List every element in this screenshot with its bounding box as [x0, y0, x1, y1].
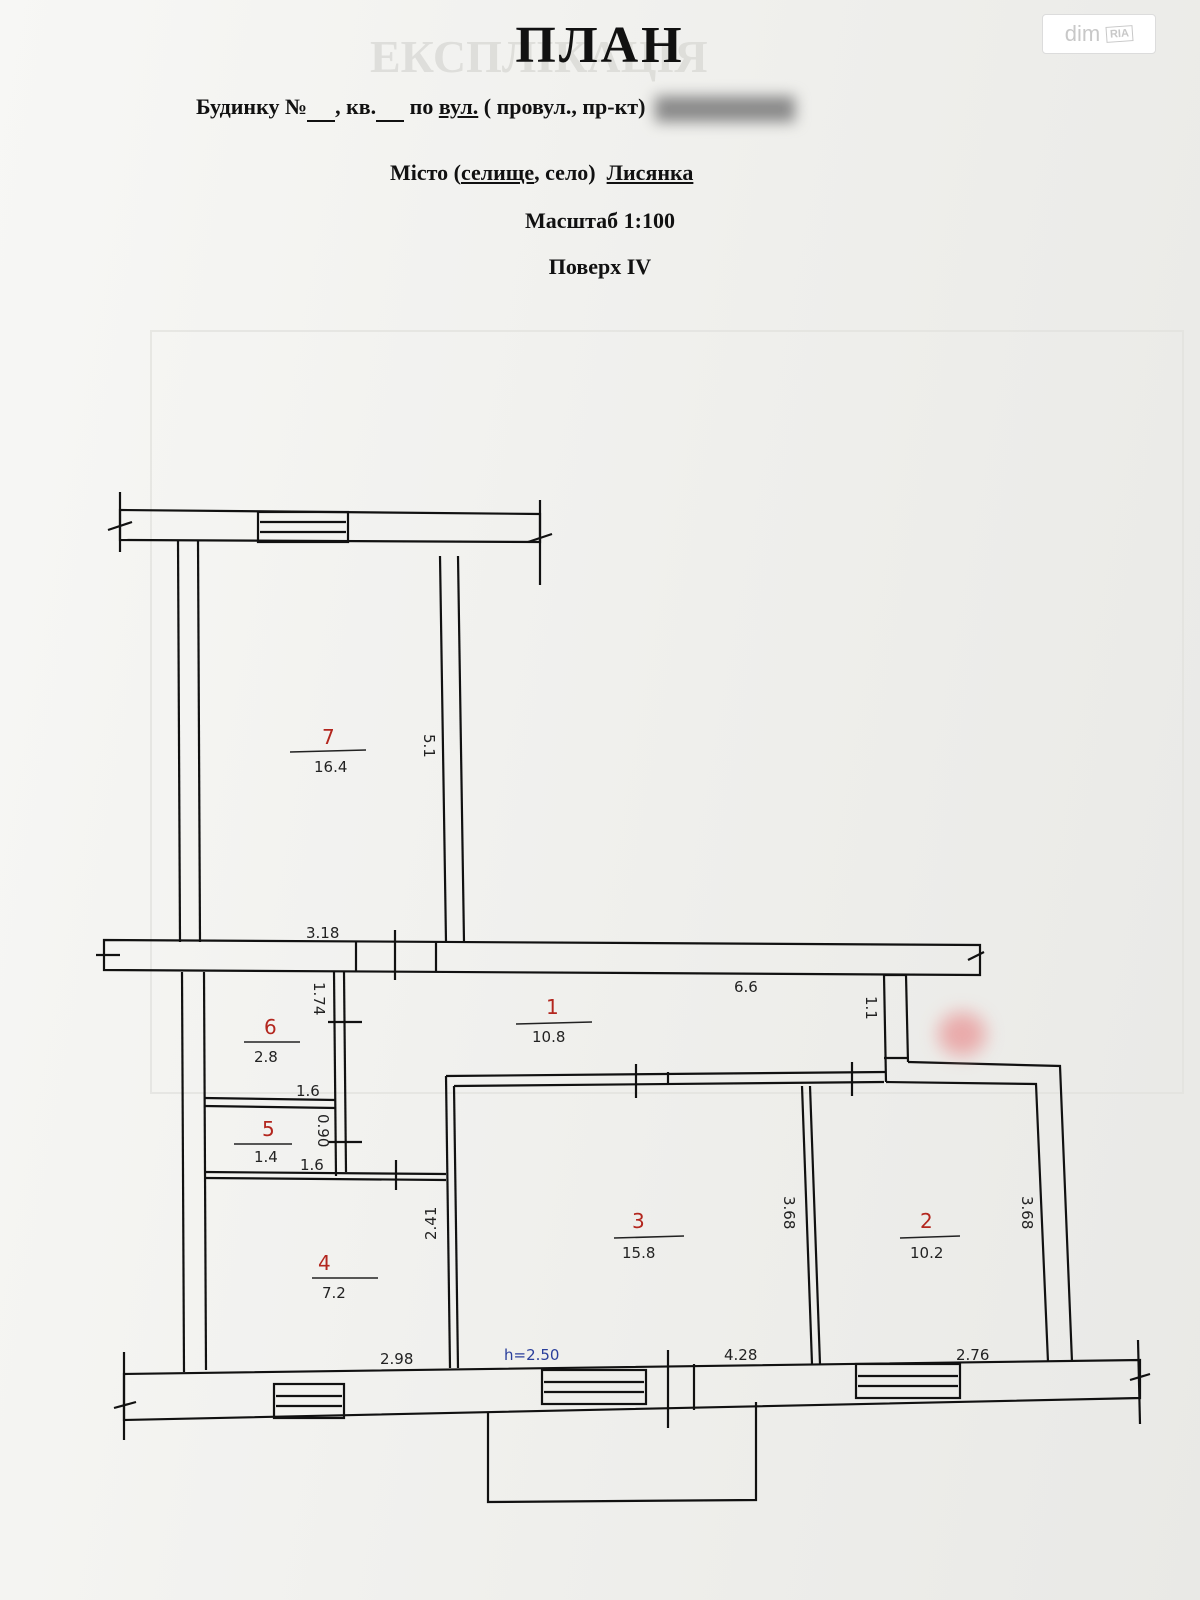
- room-1-number: 1: [546, 995, 559, 1019]
- room-4-area: 7.2: [322, 1284, 346, 1302]
- dim-room2-width: 2.76: [956, 1346, 989, 1364]
- red-stain: [938, 1012, 986, 1056]
- room-6-number: 6: [264, 1015, 277, 1039]
- room-2-area: 10.2: [910, 1244, 943, 1262]
- dim-room3-height: 3.68: [780, 1196, 798, 1229]
- street-connector: по: [409, 94, 434, 119]
- room-5-number: 5: [262, 1117, 275, 1141]
- dim-corridor-width: 6.6: [734, 978, 758, 996]
- city-suffix: , село): [534, 160, 596, 185]
- redacted-street-name: [655, 95, 796, 122]
- walls: [96, 492, 1151, 1504]
- dim-room3-width: 4.28: [724, 1346, 757, 1364]
- dim-room4-height: 2.41: [422, 1207, 440, 1240]
- room-2-number: 2: [920, 1209, 933, 1233]
- dim-room7-height: 5.1: [420, 734, 438, 758]
- dim-corridor-end: 1.1: [862, 996, 880, 1020]
- address-line: Будинку № , кв. по вул. ( провул., пр-кт): [196, 94, 796, 122]
- room-4-number: 4: [318, 1251, 331, 1275]
- city-settlement: селище: [460, 160, 535, 185]
- house-label: Будинку №: [196, 94, 308, 119]
- city-name: Лисянка: [606, 160, 694, 185]
- balcony: [486, 1402, 758, 1504]
- dim-room4-width: 2.98: [380, 1350, 413, 1368]
- watermark-logo: dim RIA: [1042, 14, 1156, 54]
- page-title: ПЛАН: [515, 17, 685, 74]
- dim-room6-height: 1.74: [310, 982, 328, 1015]
- dim-room5-width: 1.6: [300, 1156, 324, 1174]
- top-exterior-wall: [118, 508, 542, 544]
- room-7-area: 16.4: [314, 758, 347, 776]
- ceiling-height-note: h=2.50: [504, 1346, 559, 1364]
- house-number-blank: [307, 102, 336, 122]
- bleed-through-table: [150, 330, 1184, 1094]
- street-alternatives: ( провул., пр-кт): [483, 94, 646, 119]
- window-bottom-left: [272, 1382, 346, 1420]
- apartment-number-blank: [376, 102, 405, 122]
- floor-label: Поверх IV: [548, 254, 652, 279]
- room-1-area: 10.8: [532, 1028, 565, 1046]
- apartment-label: , кв.: [335, 94, 377, 119]
- room-3-area: 15.8: [622, 1244, 655, 1262]
- room-3-number: 3: [632, 1209, 645, 1233]
- dim-room2-height: 3.68: [1018, 1196, 1036, 1229]
- watermark-text: dim: [1064, 21, 1101, 46]
- dim-room5-height: 0.90: [314, 1114, 332, 1147]
- window-bottom-middle: [540, 1368, 648, 1406]
- city-line: Місто (селище, село) Лисянка: [390, 160, 693, 186]
- window-bottom-right: [854, 1362, 962, 1400]
- scale-label: Масштаб 1:100: [524, 208, 675, 233]
- city-prefix: Місто (: [390, 160, 461, 185]
- room-5-area: 1.4: [254, 1148, 278, 1166]
- room-6-area: 2.8: [254, 1048, 278, 1066]
- dim-room7-width: 3.18: [306, 924, 339, 942]
- area-fraction-lines: [234, 749, 961, 1279]
- room-7-number: 7: [322, 725, 335, 749]
- bleed-through-text: ЕКСПЛІКАЦІЯ: [370, 31, 708, 82]
- street-type: вул.: [438, 94, 479, 119]
- corridor-wall: [102, 938, 982, 977]
- window-top: [256, 510, 350, 544]
- dim-room6-width: 1.6: [296, 1082, 320, 1100]
